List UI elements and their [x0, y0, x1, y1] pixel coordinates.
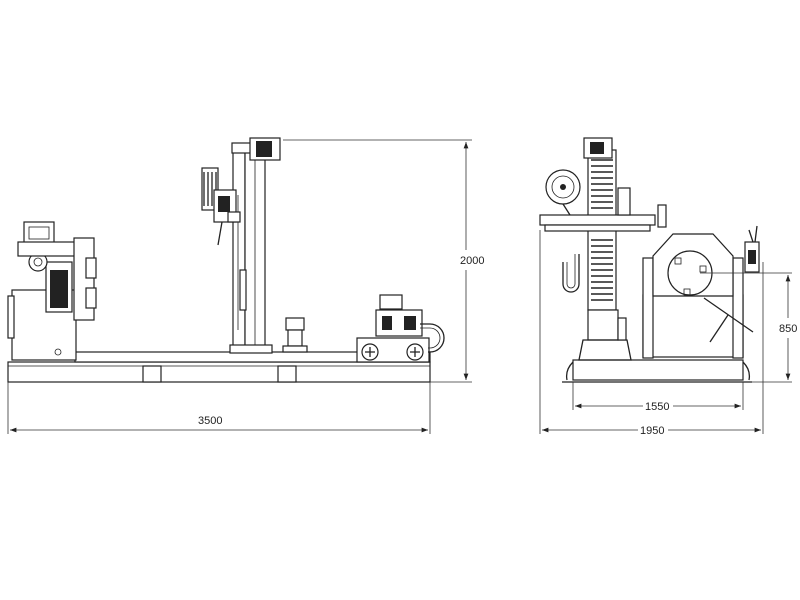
- dimension-height: 2000: [283, 139, 484, 383]
- dimension-label-3500: 3500: [198, 415, 222, 427]
- end-base: [562, 359, 752, 383]
- side-view: 2000 3500: [7, 137, 484, 434]
- dimension-label-1950: 1950: [640, 425, 664, 437]
- cable-hook: [562, 254, 580, 293]
- dimension-label-850: 850: [779, 323, 797, 335]
- gearbox-motor: [282, 317, 308, 353]
- dimension-label-2000: 2000: [460, 255, 484, 267]
- rotator-headstock: [642, 225, 760, 359]
- end-crossarm: [539, 169, 667, 232]
- dimension-base-width: 1550: [572, 382, 744, 413]
- dimension-label-1550: 1550: [645, 401, 669, 413]
- wire-feeder-head: [201, 167, 241, 246]
- tailstock-cart: [356, 294, 445, 363]
- column-boom: [229, 137, 281, 354]
- dimension-length: 3500: [7, 382, 431, 434]
- end-view: 850 1550 1950: [539, 137, 797, 437]
- end-column: [578, 137, 632, 361]
- headstock-positioner: [7, 221, 97, 361]
- dimension-overall-width: 1950: [539, 230, 764, 437]
- dimension-center-height: 850: [700, 272, 797, 383]
